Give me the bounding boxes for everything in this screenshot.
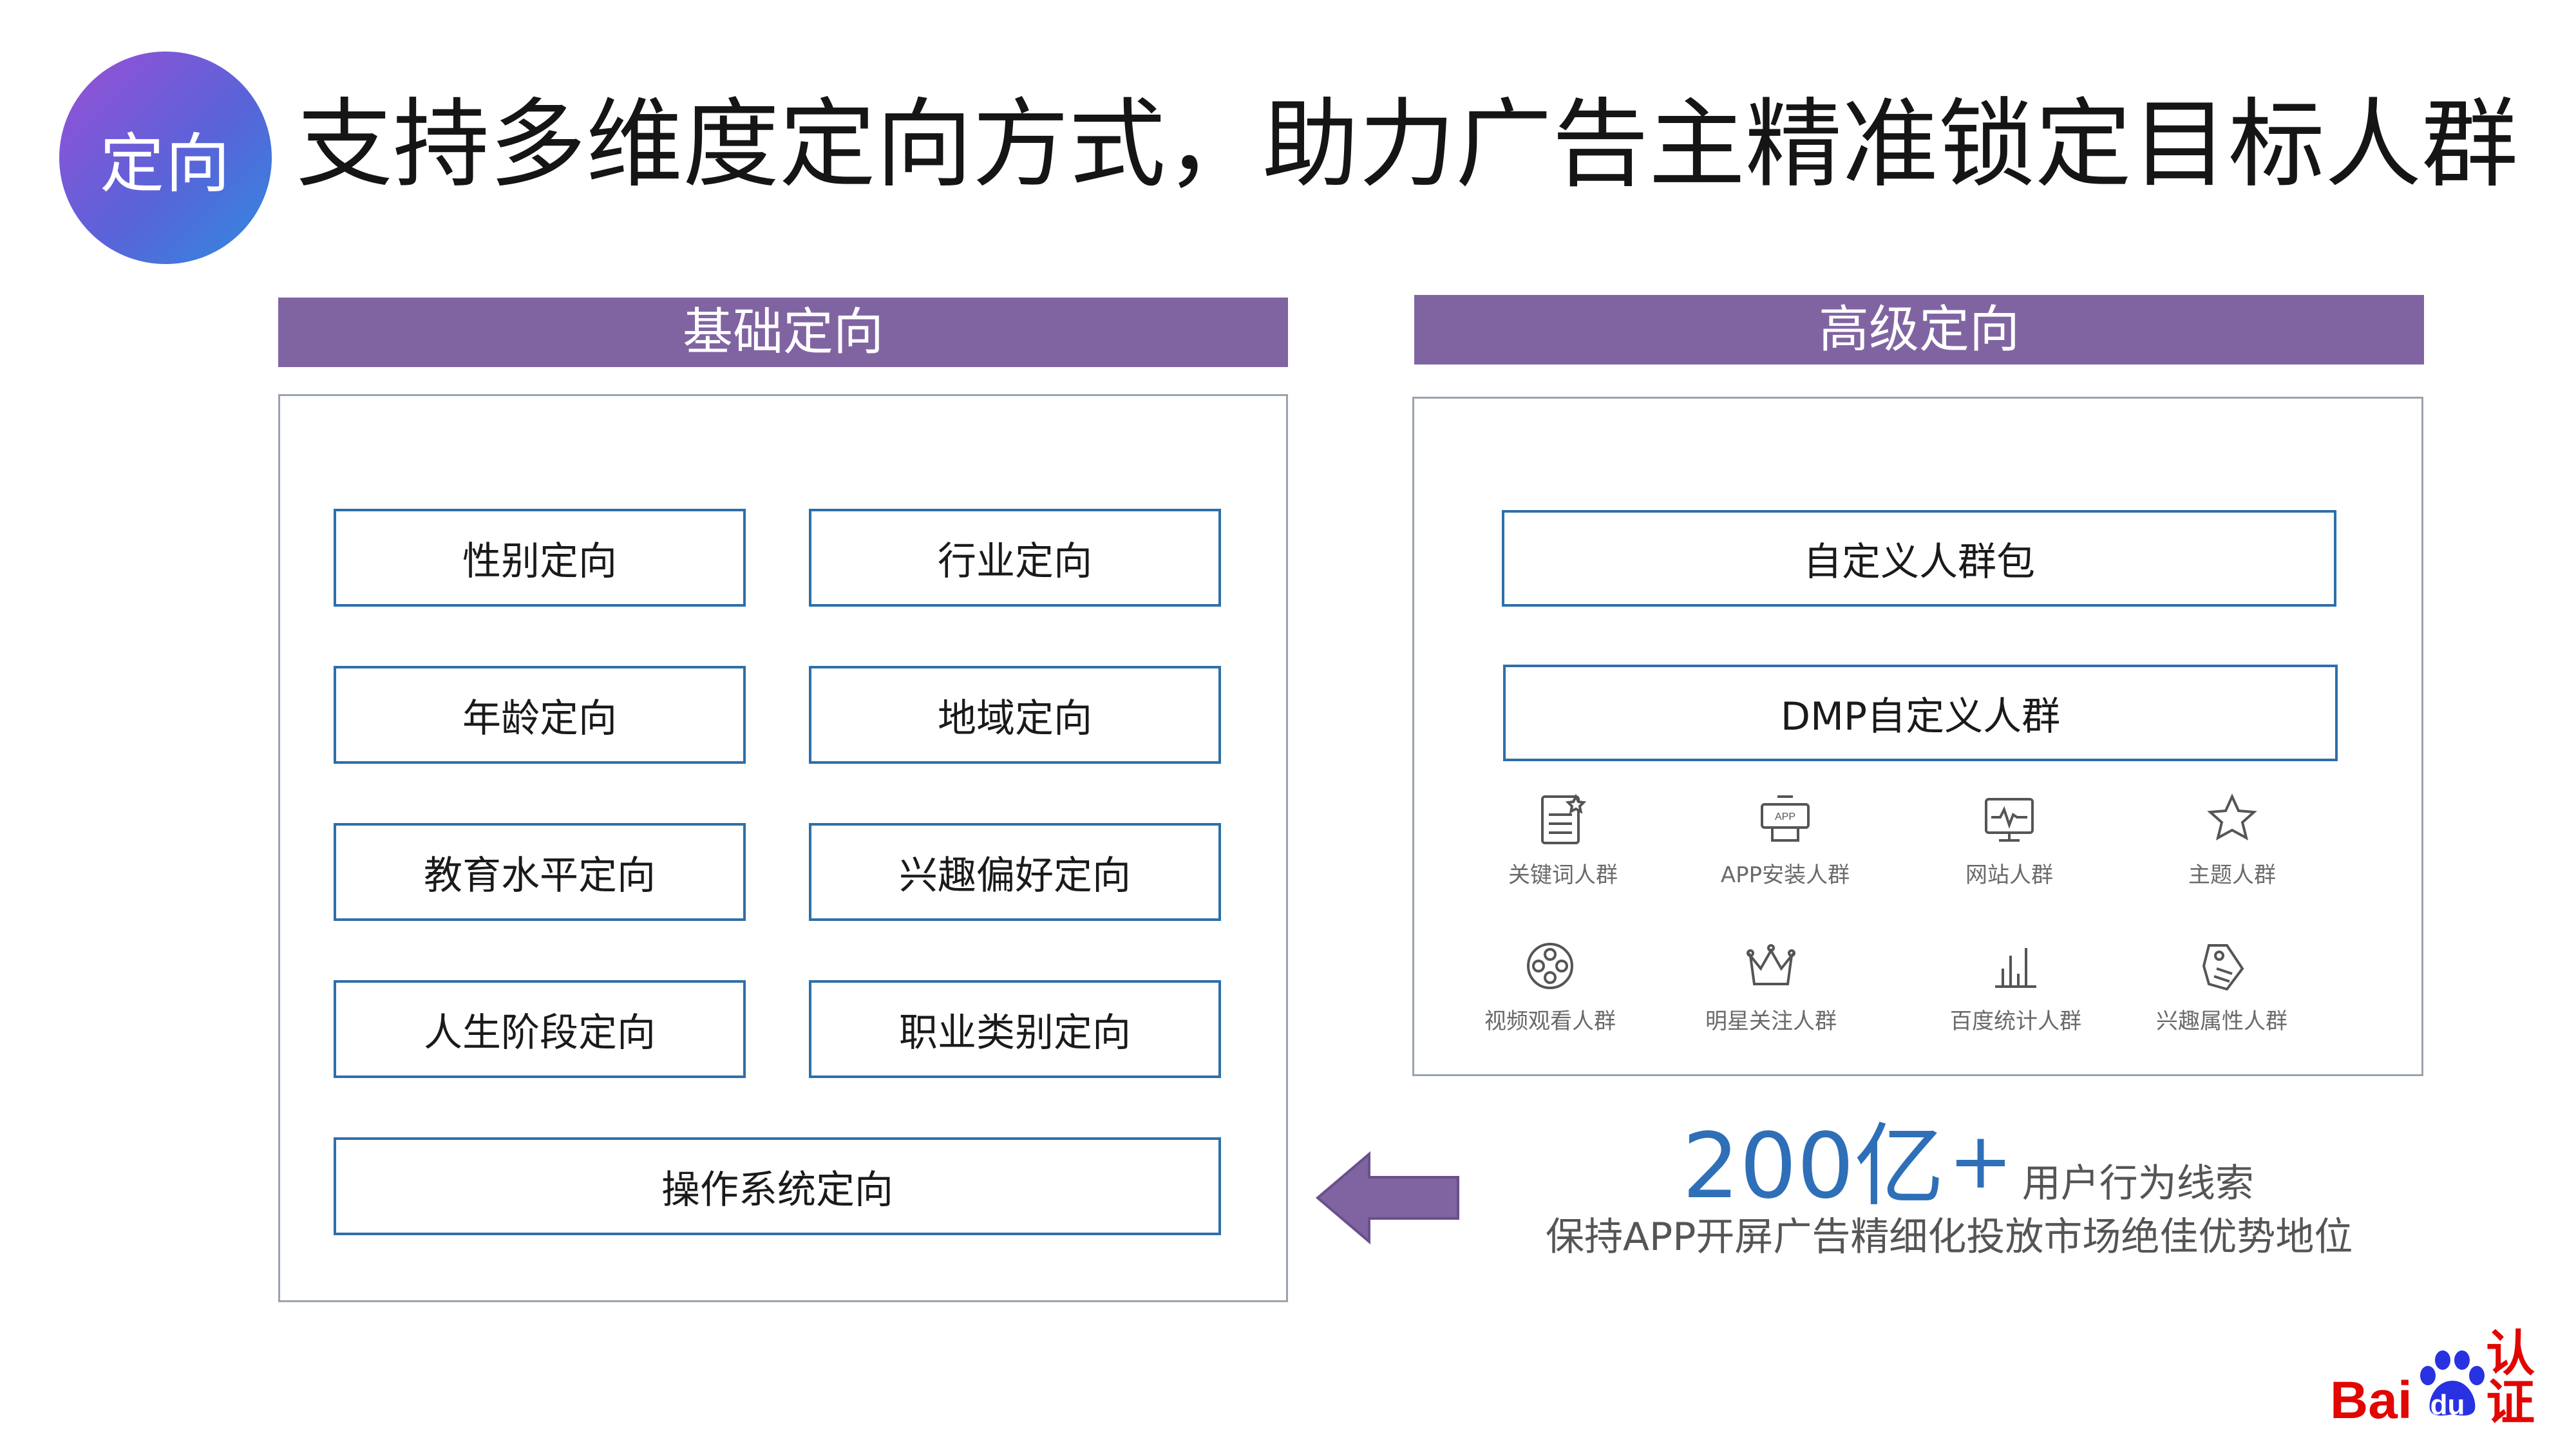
- os-targeting-button[interactable]: 操作系统定向: [334, 1137, 1221, 1235]
- logo-du: du: [2430, 1389, 2465, 1421]
- film-reel-icon: [1527, 943, 1573, 989]
- logo-bai: Bai: [2330, 1371, 2412, 1430]
- advanced-panel-header: 高级定向: [1414, 295, 2424, 365]
- category-celebrity[interactable]: 明星关注人群: [1674, 935, 1868, 1035]
- category-label: 网站人群: [1965, 862, 2053, 888]
- crown-icon: [1747, 944, 1795, 985]
- stats-number: 200亿: [1682, 1114, 1945, 1219]
- category-theme[interactable]: 主题人群: [2136, 789, 2329, 889]
- age-targeting-button[interactable]: 年龄定向: [334, 666, 746, 764]
- category-label: 视频观看人群: [1484, 1009, 1616, 1034]
- stats-subtitle: 保持APP开屏广告精细化投放市场绝佳优势地位: [1546, 1215, 2353, 1260]
- region-targeting-button[interactable]: 地域定向: [809, 666, 1221, 764]
- interest-targeting-button[interactable]: 兴趣偏好定向: [809, 823, 1221, 921]
- page-title: 支持多维度定向方式，助力广告主精准锁定目标人群: [296, 89, 2519, 201]
- title-badge: 定向: [59, 52, 272, 264]
- category-label: 兴趣属性人群: [2156, 1009, 2287, 1034]
- star-icon: [2207, 793, 2257, 840]
- baidu-cert-logo: Bai du 认证: [2330, 1329, 2576, 1430]
- tag-icon: [2202, 944, 2244, 991]
- category-label: 明星关注人群: [1705, 1009, 1837, 1034]
- stats-line: 200亿 + 用户行为线索: [1682, 1122, 2254, 1212]
- logo-cert: 认证: [2486, 1325, 2535, 1431]
- stats-unit-text: 用户行为线索: [2022, 1161, 2254, 1206]
- badge-label: 定向: [100, 126, 231, 202]
- life-stage-targeting-button[interactable]: 人生阶段定向: [334, 980, 746, 1078]
- category-app-install[interactable]: APP APP安装人群: [1689, 789, 1882, 889]
- industry-targeting-button[interactable]: 行业定向: [809, 509, 1221, 607]
- app-install-icon: APP: [1761, 795, 1810, 842]
- left-arrow-icon: [1315, 1151, 1459, 1245]
- category-label: 关键词人群: [1508, 862, 1618, 888]
- category-website[interactable]: 网站人群: [1913, 789, 2106, 889]
- basic-panel-header: 基础定向: [278, 298, 1288, 367]
- custom-audience-button[interactable]: 自定义人群包: [1502, 510, 2336, 607]
- category-interest-attr[interactable]: 兴趣属性人群: [2125, 935, 2318, 1035]
- gender-targeting-button[interactable]: 性别定向: [334, 509, 746, 607]
- keyword-doc-icon: [1541, 793, 1587, 844]
- dmp-audience-button[interactable]: DMP自定义人群: [1503, 665, 2338, 761]
- svg-text:APP: APP: [1775, 811, 1795, 822]
- education-targeting-button[interactable]: 教育水平定向: [334, 823, 746, 921]
- occupation-targeting-button[interactable]: 职业类别定向: [809, 980, 1221, 1078]
- stats-plus: +: [1948, 1117, 2013, 1206]
- category-label: 主题人群: [2188, 862, 2276, 888]
- paw-icon: du: [2414, 1350, 2485, 1427]
- category-video[interactable]: 视频观看人群: [1454, 935, 1647, 1035]
- category-label: APP安装人群: [1720, 862, 1850, 888]
- category-baidu-stats[interactable]: 百度统计人群: [1919, 935, 2112, 1035]
- website-monitor-icon: [1985, 798, 2034, 842]
- category-label: 百度统计人群: [1950, 1009, 2081, 1034]
- category-keyword[interactable]: 关键词人群: [1466, 789, 1660, 889]
- bar-chart-icon: [1995, 948, 2036, 988]
